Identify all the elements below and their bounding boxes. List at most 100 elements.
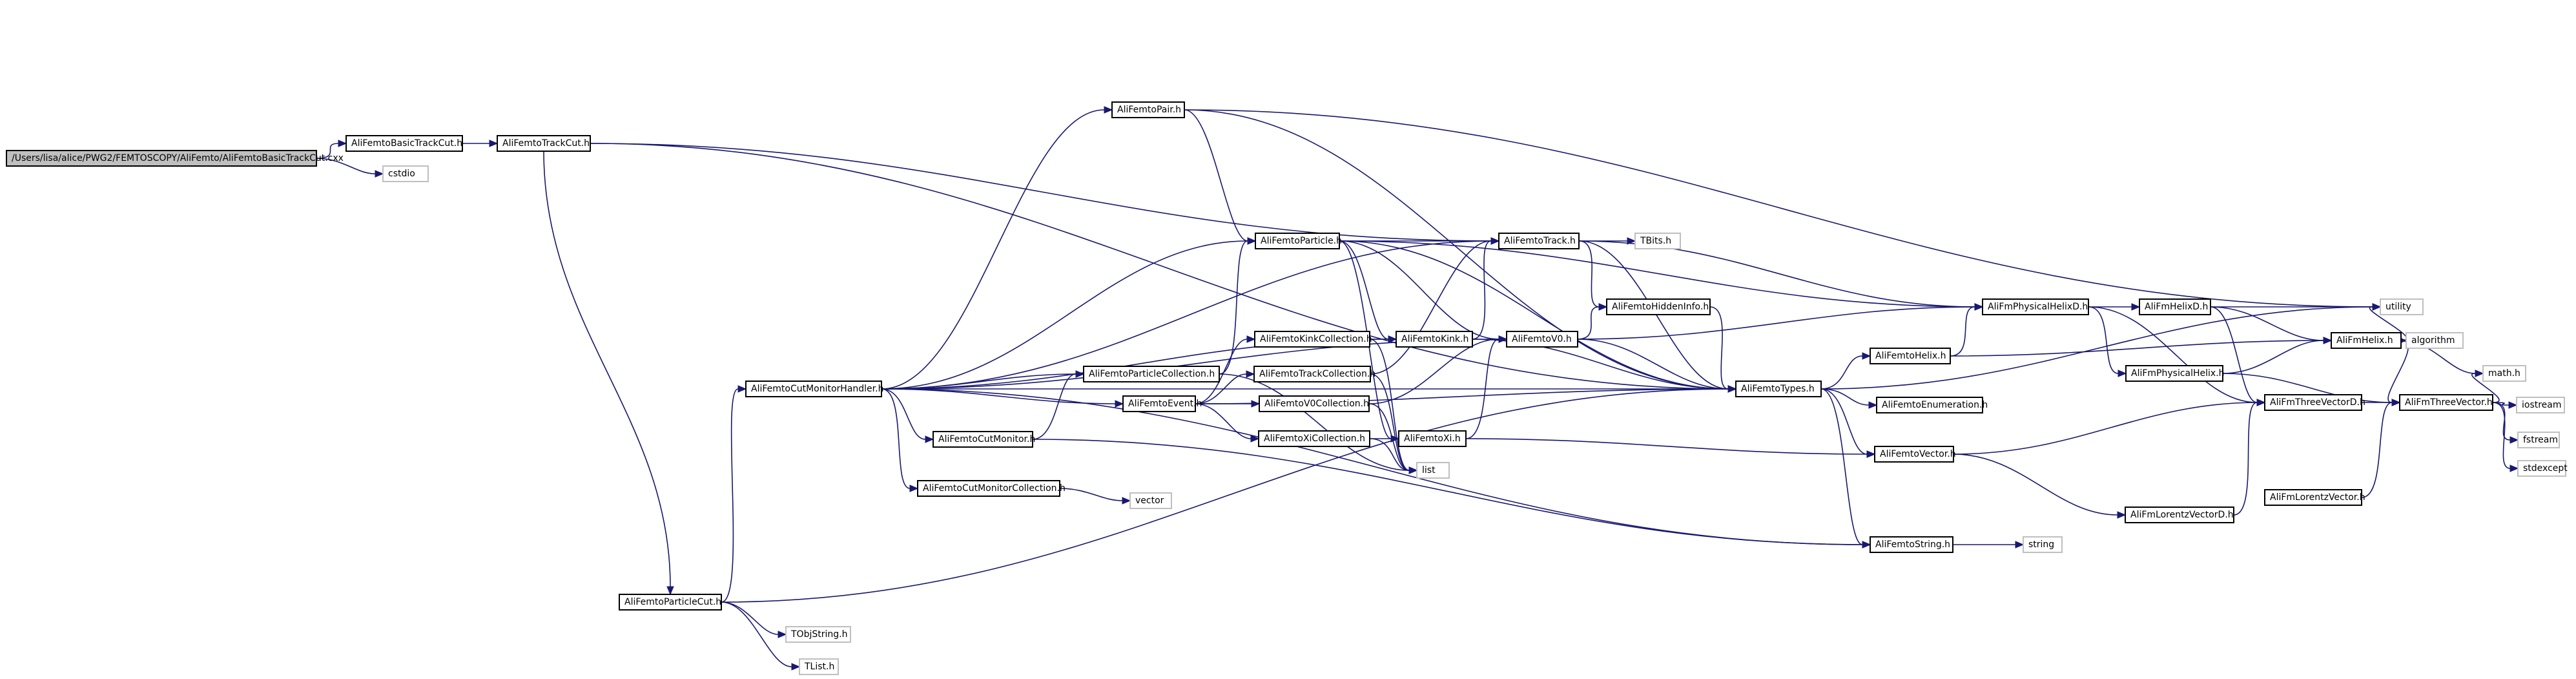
edge-line (2210, 306, 2258, 403)
node-pair[interactable]: AliFemtoPair.h (1111, 101, 1185, 118)
arrowhead-icon (2015, 541, 2025, 548)
edge-cutmonitorhandler-to-cutmonitor (881, 388, 934, 443)
node-hiddeninfo[interactable]: AliFemtoHiddenInfo.h (1606, 298, 1711, 315)
edge-line (1472, 240, 1492, 340)
node-cstdio: cstdio (382, 165, 429, 182)
node-cutmonitor[interactable]: AliFemtoCutMonitor.h (933, 431, 1035, 448)
edge-basictrackcut-to-trackcut (462, 140, 499, 147)
node-particle[interactable]: AliFemtoParticle.h (1255, 233, 1342, 249)
node-kinkcollection[interactable]: AliFemtoKinkCollection.h (1254, 331, 1372, 348)
node-lorentzvector[interactable]: AliFmLorentzVector.h (2264, 489, 2365, 506)
edge-line (2492, 402, 2509, 406)
node-enumeration[interactable]: AliFemtoEnumeration.h (1876, 397, 1988, 413)
edge-line (2210, 306, 2324, 341)
arrowhead-icon (375, 170, 384, 178)
node-physicalhelix[interactable]: AliFmPhysicalHelix.h (2125, 365, 2225, 382)
node-event[interactable]: AliFemtoEvent.h (1122, 395, 1202, 412)
node-cutmonitorcollection[interactable]: AliFemtoCutMonitorCollection.h (917, 480, 1066, 497)
edge-xi-to-femtovector (1465, 438, 1876, 458)
node-label: TObjString.h (790, 629, 847, 640)
node-label: AliFemtoTypes.h (1741, 384, 1815, 394)
edge-line (1820, 355, 1863, 390)
node-label: AliFmLorentzVectorD.h (2130, 510, 2234, 520)
node-label: math.h (2488, 368, 2520, 379)
node-basictrackcut[interactable]: AliFemtoBasicTrackCut.h (345, 135, 463, 152)
node-particlecut[interactable]: AliFemtoParticleCut.h (619, 594, 722, 611)
node-box (2264, 394, 2362, 411)
edge-cutmonitorhandler-to-types (881, 385, 1737, 393)
arrowhead-icon (2131, 303, 2141, 311)
node-track[interactable]: AliFemtoTrack.h (1498, 233, 1580, 249)
node-threevectord[interactable]: AliFmThreeVectorD.h (2264, 394, 2365, 411)
edge-cutmonitorhandler-to-event (881, 388, 1124, 408)
node-threevector[interactable]: AliFmThreeVector.h (2399, 394, 2493, 411)
node-physicalhelixd[interactable]: AliFmPhysicalHelixD.h (1982, 298, 2089, 315)
node-fmhelix[interactable]: AliFmHelix.h (2331, 332, 2402, 349)
node-box (1416, 462, 1450, 479)
edge-line (1339, 240, 1975, 308)
node-box (2516, 397, 2565, 413)
edge-event-to-xicollection (1195, 403, 1260, 443)
edge-line (2471, 373, 2500, 403)
node-label: AliFmThreeVector.h (2405, 397, 2493, 408)
node-trackcut[interactable]: AliFemtoTrackCut.h (497, 135, 591, 152)
node-root[interactable]: /Users/lisa/alice/PWG2/FEMTOSCOPY/AliFem… (6, 150, 344, 167)
edge-line (316, 143, 339, 159)
node-box (1253, 366, 1371, 382)
edge-line (1184, 109, 1248, 242)
edge-line (1369, 438, 1410, 471)
edge-line (2088, 306, 2119, 374)
arrowhead-icon (2391, 399, 2401, 406)
node-kink[interactable]: AliFemtoKink.h (1396, 331, 1473, 348)
edge-trackcut-to-particlecut (543, 151, 674, 596)
node-label: AliFemtoVector.h (1880, 449, 1956, 459)
edge-line (1339, 240, 1389, 340)
node-label: AliFemtoTrack.h (1504, 236, 1576, 246)
node-femtohelix[interactable]: AliFemtoHelix.h (1870, 348, 1951, 364)
node-box (2380, 298, 2424, 315)
edge-line (721, 601, 792, 667)
node-label: AliFemtoEvent.h (1128, 399, 1202, 409)
edge-line (881, 373, 1077, 390)
node-particlecollection[interactable]: AliFemtoParticleCollection.h (1083, 366, 1220, 382)
edge-line (1953, 402, 2258, 455)
edge-kinkcollection-to-kink (1370, 335, 1397, 343)
arrowhead-icon (791, 663, 801, 671)
edge-threevector-to-math (2471, 370, 2500, 403)
node-v0[interactable]: AliFemtoV0.h (1506, 331, 1578, 348)
node-tracktollection[interactable]: AliFemtoTrackCollection.h (1253, 366, 1376, 382)
node-types[interactable]: AliFemtoTypes.h (1735, 381, 1822, 397)
node-v0collection[interactable]: AliFemtoV0Collection.h (1259, 395, 1370, 412)
edge-physicalhelixd-to-threevectord (2088, 306, 2266, 406)
edge-line (1339, 240, 1729, 390)
node-label: AliFemtoHiddenInfo.h (1612, 302, 1709, 312)
arrowhead-icon (925, 435, 934, 443)
edge-line (2361, 402, 2393, 498)
node-femtostring[interactable]: AliFemtoString.h (1870, 536, 1953, 553)
edge-line (1032, 439, 1863, 545)
node-helixd[interactable]: AliFmHelixD.h (2139, 298, 2211, 315)
node-box (933, 431, 1033, 448)
arrowhead-icon (2323, 337, 2333, 344)
arrowhead-icon (2509, 465, 2519, 472)
edge-particle-to-types (1339, 240, 1737, 393)
edge-line (1577, 306, 1600, 340)
edge-line (2387, 340, 2409, 403)
node-xicollection[interactable]: AliFemtoXiCollection.h (1258, 430, 1370, 447)
node-box (2406, 332, 2464, 349)
node-label: AliFemtoCutMonitorHandler.h (751, 384, 883, 394)
arrowhead-icon (1122, 497, 1131, 505)
arrowhead-icon (778, 631, 787, 638)
node-label: AliFmPhysicalHelix.h (2131, 368, 2225, 379)
node-label: AliFemtoParticleCollection.h (1089, 369, 1215, 379)
node-lorentzvectord[interactable]: AliFmLorentzVectorD.h (2125, 507, 2234, 523)
arrowhead-icon (1246, 370, 1255, 378)
node-xi[interactable]: AliFemtoXi.h (1398, 430, 1467, 447)
edge-threevector-to-stdexcept (2492, 402, 2519, 472)
edge-trackcut-to-track (590, 143, 1500, 245)
node-cutmonitorhandler[interactable]: AliFemtoCutMonitorHandler.h (745, 381, 883, 397)
edge-femtostring-to-string (1953, 541, 2025, 548)
node-femtovector[interactable]: AliFemtoVector.h (1874, 446, 1956, 463)
node-box (2331, 332, 2402, 349)
node-box (6, 150, 317, 167)
